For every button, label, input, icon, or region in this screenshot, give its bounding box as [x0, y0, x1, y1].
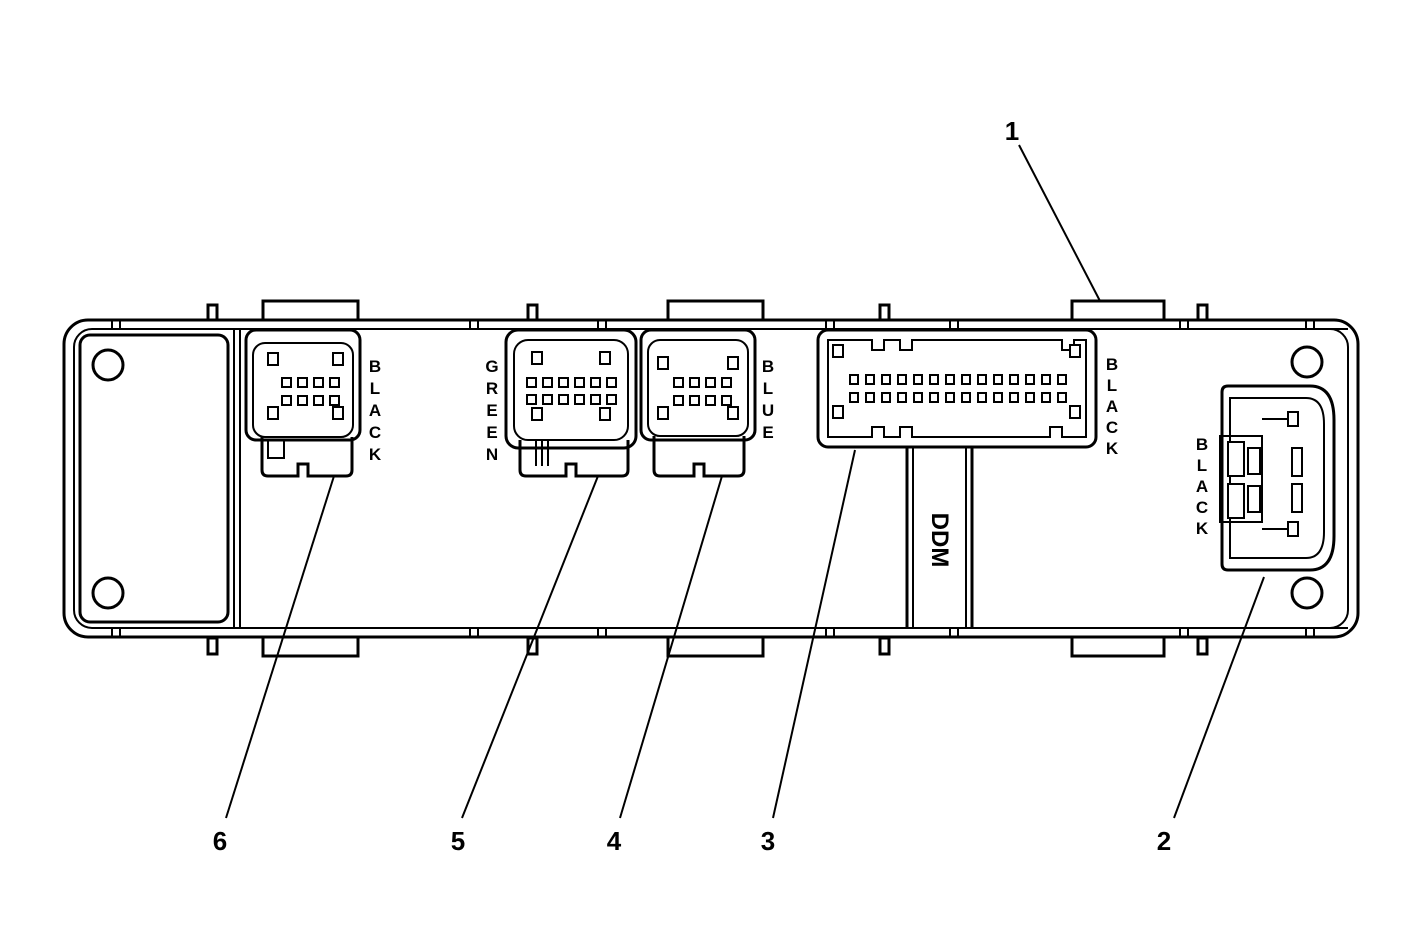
callout-1: 1	[1005, 116, 1019, 146]
callout-5: 5	[451, 826, 465, 856]
connector-3-pin-row-top	[849, 374, 1067, 385]
module-label: DDM	[926, 513, 953, 568]
connector-3-pin-row-bottom	[849, 392, 1067, 403]
callout-2: 2	[1157, 826, 1171, 856]
connector-6	[244, 328, 362, 478]
module-housing	[62, 318, 1360, 639]
left-mounting-plate	[78, 333, 230, 624]
callout-6: 6	[213, 826, 227, 856]
connector-4	[639, 328, 757, 478]
callout-4: 4	[607, 826, 622, 856]
mounting-hole-bottom-right	[1290, 576, 1324, 610]
callout-3: 3	[761, 826, 775, 856]
connector-3	[816, 328, 1098, 449]
mounting-hole-top-right	[1290, 345, 1324, 379]
leader-lines	[225, 144, 1265, 819]
connector-2	[1219, 384, 1336, 572]
connector-5	[504, 328, 638, 478]
ddm-label-strip	[905, 447, 974, 628]
